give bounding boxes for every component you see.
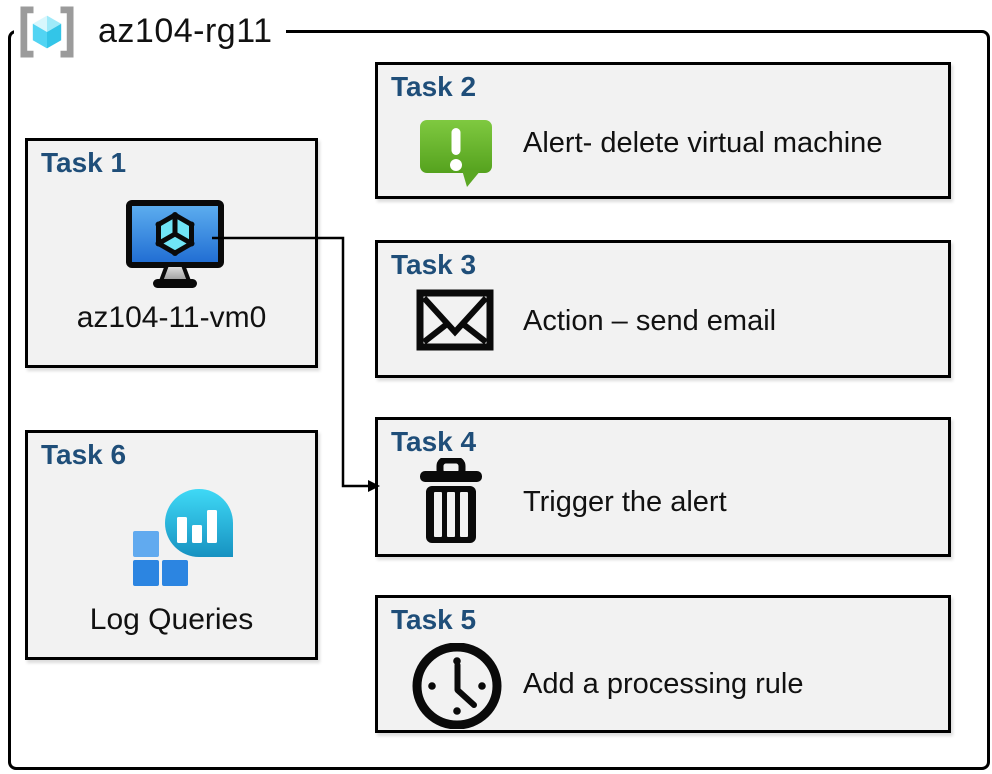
alert-message-icon	[418, 118, 494, 190]
task6-caption: Log Queries	[89, 603, 254, 636]
email-envelope-icon	[416, 289, 494, 351]
task5-label: Task 5	[391, 604, 477, 635]
log-analytics-icon	[131, 487, 235, 587]
task1-caption: az104-11-vm0	[76, 301, 267, 334]
task5-box: Task 5 Add a processing rule	[375, 595, 951, 733]
task4-label: Task 4	[391, 426, 477, 457]
task1-label: Task 1	[41, 147, 127, 178]
task5-caption: Add a processing rule	[523, 668, 804, 700]
task3-label: Task 3	[391, 249, 477, 280]
resource-group-title: az104-rg11	[98, 12, 273, 50]
task3-box: Task 3 Action – send email	[375, 240, 951, 378]
task4-caption: Trigger the alert	[523, 486, 727, 518]
task6-box: Task 6 Log Queries	[25, 430, 318, 660]
task6-label: Task 6	[41, 439, 127, 470]
resource-group-icon	[16, 5, 78, 59]
task2-box: Task 2 Alert- delete virtual machine	[375, 62, 951, 199]
header-mask	[14, 26, 286, 38]
task2-label: Task 2	[391, 71, 477, 102]
task3-caption: Action – send email	[523, 305, 777, 337]
virtual-machine-icon	[125, 199, 225, 291]
clock-icon	[411, 642, 503, 730]
task1-box: Task 1	[25, 138, 318, 368]
trash-icon	[419, 456, 483, 544]
task4-box: Task 4 Trigger the alert	[375, 417, 951, 557]
resource-group-boundary	[8, 30, 990, 770]
task2-caption: Alert- delete virtual machine	[523, 127, 883, 159]
